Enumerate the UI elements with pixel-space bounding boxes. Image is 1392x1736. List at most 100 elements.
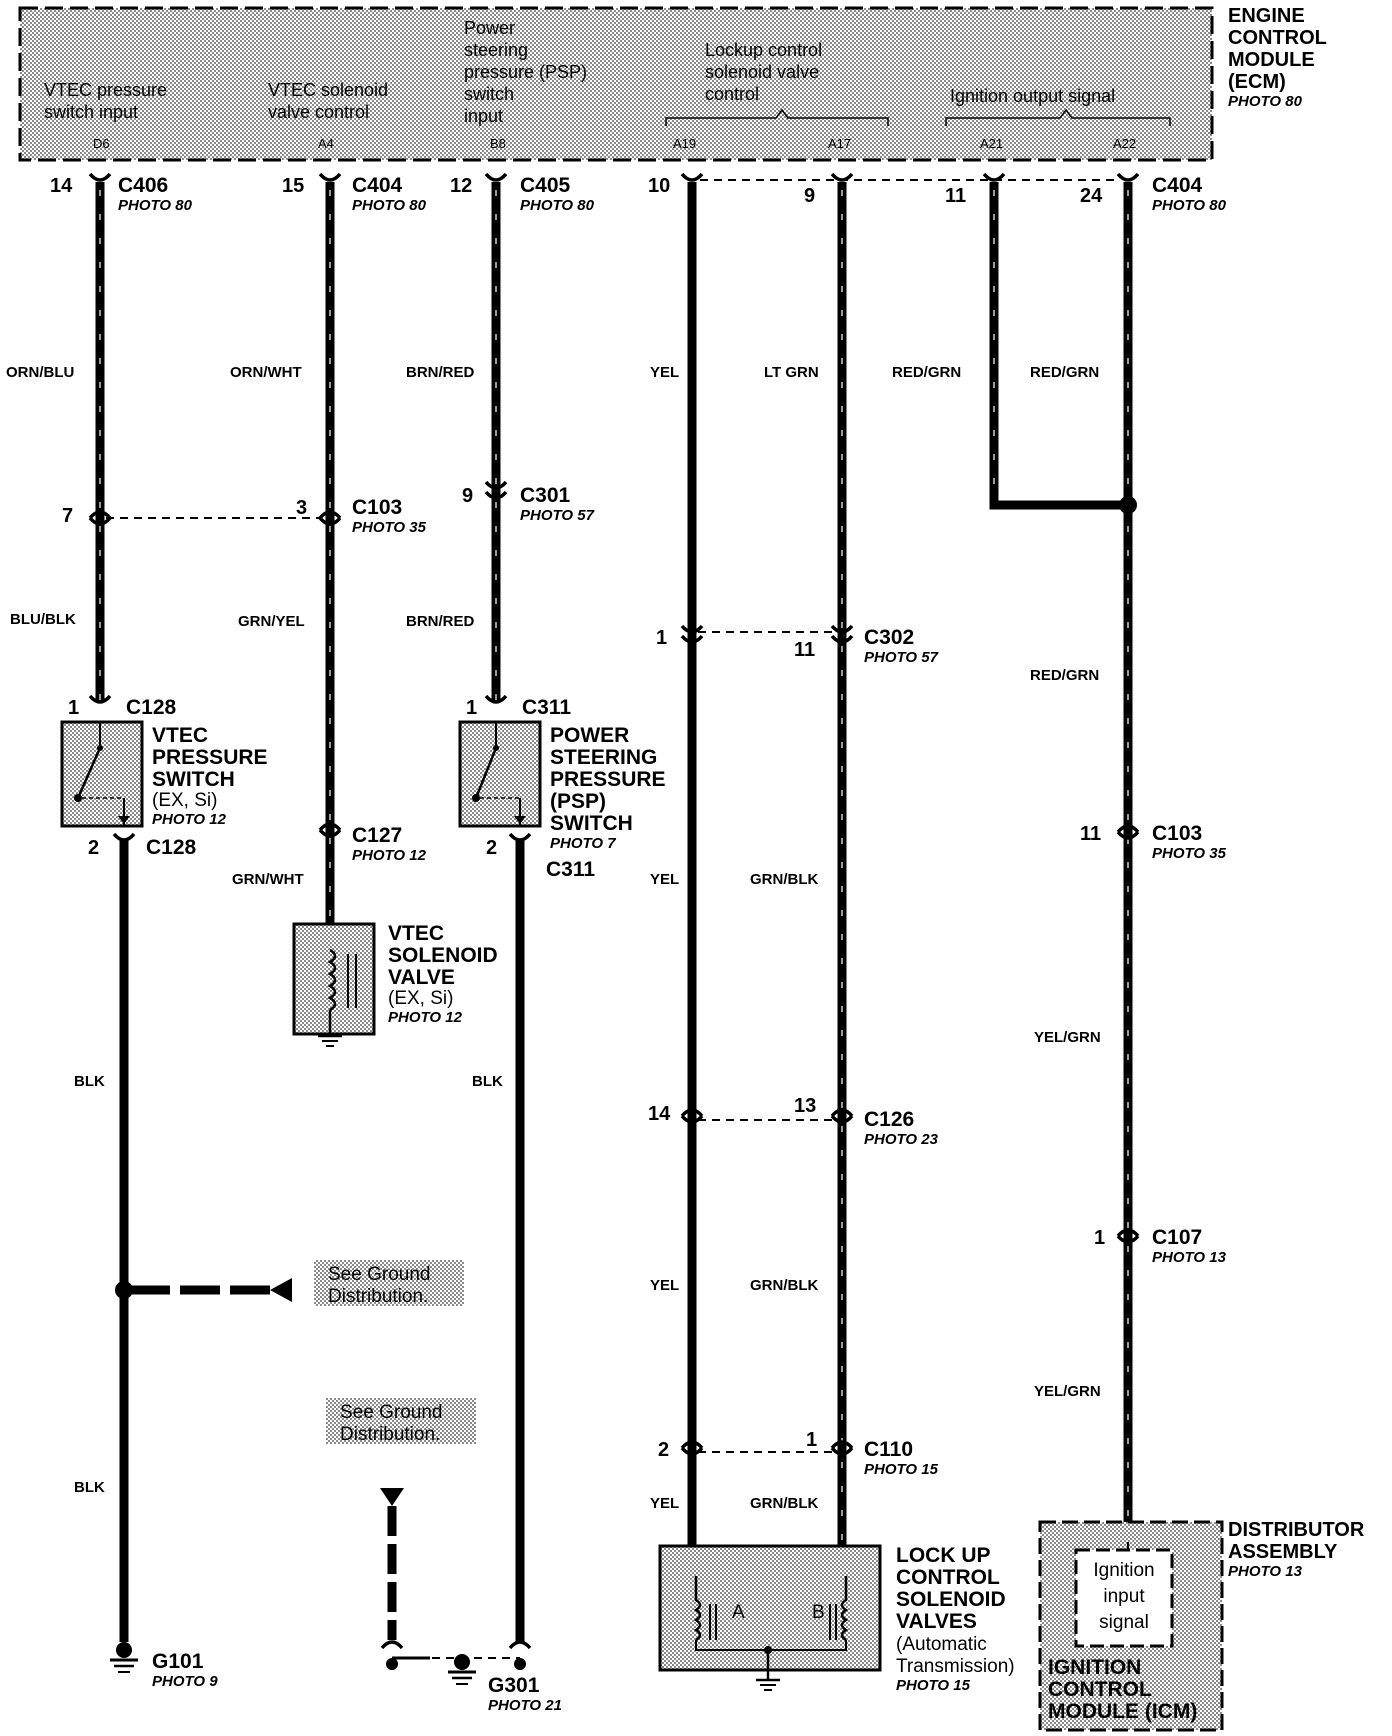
svg-text:14: 14 (50, 175, 73, 197)
svg-text:1: 1 (656, 627, 667, 649)
connector-symbols (88, 172, 1140, 1650)
svg-text:BLK: BLK (472, 1073, 503, 1090)
svg-text:11: 11 (1080, 823, 1101, 845)
svg-text:PHOTO 80: PHOTO 80 (520, 197, 595, 214)
svg-text:PHOTO 80: PHOTO 80 (118, 197, 193, 214)
svg-text:pressure (PSP): pressure (PSP) (464, 62, 587, 82)
svg-text:IGNITION: IGNITION (1048, 1656, 1141, 1679)
svg-text:SWITCH: SWITCH (152, 768, 235, 791)
svg-text:C311: C311 (546, 858, 595, 881)
svg-text:Ignition output signal: Ignition output signal (950, 86, 1115, 106)
svg-text:A22: A22 (1113, 136, 1136, 151)
svg-text:PRESSURE: PRESSURE (152, 746, 268, 769)
svg-text:RED/GRN: RED/GRN (1030, 667, 1099, 684)
svg-text:C110: C110 (864, 1438, 913, 1461)
svg-text:GRN/YEL: GRN/YEL (238, 613, 305, 630)
svg-text:(Automatic: (Automatic (896, 1634, 987, 1655)
svg-text:LOCK UP: LOCK UP (896, 1544, 991, 1567)
ecm-block (18, 6, 1214, 162)
svg-text:(EX, Si): (EX, Si) (388, 988, 453, 1009)
svg-text:PHOTO 12: PHOTO 12 (352, 847, 427, 864)
svg-text:C107: C107 (1152, 1226, 1202, 1249)
svg-text:11: 11 (794, 639, 815, 661)
vtec-solenoid-valve: VTEC SOLENOID VALVE (EX, Si) PHOTO 12 (292, 922, 498, 1047)
svg-text:1: 1 (1094, 1227, 1105, 1249)
svg-text:control: control (705, 84, 759, 104)
svg-text:PHOTO 21: PHOTO 21 (488, 1697, 562, 1714)
svg-text:D6: D6 (93, 136, 110, 151)
svg-text:CONTROL: CONTROL (1228, 27, 1327, 49)
svg-text:C311: C311 (522, 696, 571, 719)
svg-text:C103: C103 (1152, 822, 1202, 845)
svg-text:PHOTO 13: PHOTO 13 (1152, 1249, 1227, 1266)
svg-text:VTEC: VTEC (152, 724, 208, 747)
svg-text:C301: C301 (520, 484, 571, 507)
svg-text:GRN/BLK: GRN/BLK (750, 1277, 818, 1294)
svg-text:A: A (732, 1602, 745, 1623)
svg-text:GRN/BLK: GRN/BLK (750, 1495, 818, 1512)
lockup-solenoid-valves: A B LOCK UP CONTROL SOLENOID VALVES (Aut… (658, 1544, 1015, 1694)
svg-text:A19: A19 (673, 136, 696, 151)
vtec-pressure-switch: VTEC PRESSURE SWITCH (EX, Si) PHOTO 12 (60, 720, 268, 828)
svg-text:C128: C128 (126, 696, 177, 719)
svg-text:C127: C127 (352, 824, 402, 847)
svg-text:BRN/RED: BRN/RED (406, 613, 475, 630)
svg-text:YEL/GRN: YEL/GRN (1034, 1383, 1101, 1400)
svg-text:CONTROL: CONTROL (896, 1566, 1000, 1589)
svg-text:MODULE: MODULE (1228, 49, 1315, 71)
svg-text:24: 24 (1080, 185, 1103, 207)
svg-text:PHOTO 15: PHOTO 15 (896, 1677, 971, 1694)
svg-text:VTEC solenoid: VTEC solenoid (268, 80, 388, 100)
wire-vtec-pressure (95, 182, 129, 1642)
svg-text:G101: G101 (152, 1650, 204, 1673)
svg-text:SOLENOID: SOLENOID (388, 944, 498, 967)
svg-text:B8: B8 (490, 136, 506, 151)
svg-text:A21: A21 (980, 136, 1003, 151)
svg-text:Distribution.: Distribution. (340, 1424, 440, 1445)
svg-text:15: 15 (282, 175, 304, 197)
svg-text:PHOTO 80: PHOTO 80 (1152, 197, 1227, 214)
svg-text:Lockup control: Lockup control (705, 40, 822, 60)
svg-text:PRESSURE: PRESSURE (550, 768, 666, 791)
svg-text:ORN/WHT: ORN/WHT (230, 364, 302, 381)
svg-text:VALVES: VALVES (896, 1610, 977, 1633)
svg-text:ASSEMBLY: ASSEMBLY (1228, 1541, 1338, 1563)
ground-g301: G301 PHOTO 21 (386, 1654, 562, 1714)
svg-text:9: 9 (804, 185, 815, 207)
svg-text:input: input (464, 106, 503, 126)
svg-text:SWITCH: SWITCH (550, 812, 633, 835)
svg-text:G301: G301 (488, 1674, 540, 1697)
svg-text:BLU/BLK: BLU/BLK (10, 611, 76, 628)
svg-text:13: 13 (794, 1095, 816, 1117)
svg-text:2: 2 (88, 837, 99, 859)
wire-psp (491, 182, 525, 1642)
svg-text:See Ground: See Ground (340, 1402, 442, 1423)
svg-text:14: 14 (648, 1103, 671, 1125)
svg-text:Transmission): Transmission) (896, 1656, 1015, 1677)
svg-text:1: 1 (466, 697, 477, 719)
svg-text:12: 12 (450, 175, 472, 197)
svg-text:C128: C128 (146, 836, 197, 859)
svg-text:CONTROL: CONTROL (1048, 1678, 1152, 1701)
wire-color-labels: ORN/BLU ORN/WHT BRN/RED YEL LT GRN RED/G… (6, 364, 1101, 1512)
connector-labels: 14 C406 PHOTO 80 15 C404 PHOTO 80 12 C40… (50, 174, 1227, 1478)
svg-text:POWER: POWER (550, 724, 629, 747)
svg-text:PHOTO 80: PHOTO 80 (1228, 93, 1303, 110)
svg-text:C126: C126 (864, 1108, 914, 1131)
svg-text:PHOTO 15: PHOTO 15 (864, 1461, 939, 1478)
svg-text:VTEC pressure: VTEC pressure (44, 80, 167, 100)
svg-text:MODULE (ICM): MODULE (ICM) (1048, 1700, 1197, 1723)
wire-ignition (989, 182, 1137, 1545)
svg-text:A4: A4 (318, 136, 334, 151)
svg-text:GRN/BLK: GRN/BLK (750, 871, 818, 888)
svg-text:1: 1 (68, 697, 79, 719)
svg-text:Power: Power (464, 18, 515, 38)
svg-text:C406: C406 (118, 174, 168, 197)
svg-text:YEL: YEL (650, 364, 679, 381)
svg-text:YEL: YEL (650, 1495, 679, 1512)
svg-text:PHOTO 35: PHOTO 35 (352, 519, 427, 536)
svg-text:solenoid valve: solenoid valve (705, 62, 819, 82)
svg-text:YEL: YEL (650, 1277, 679, 1294)
svg-text:ENGINE: ENGINE (1228, 5, 1305, 27)
